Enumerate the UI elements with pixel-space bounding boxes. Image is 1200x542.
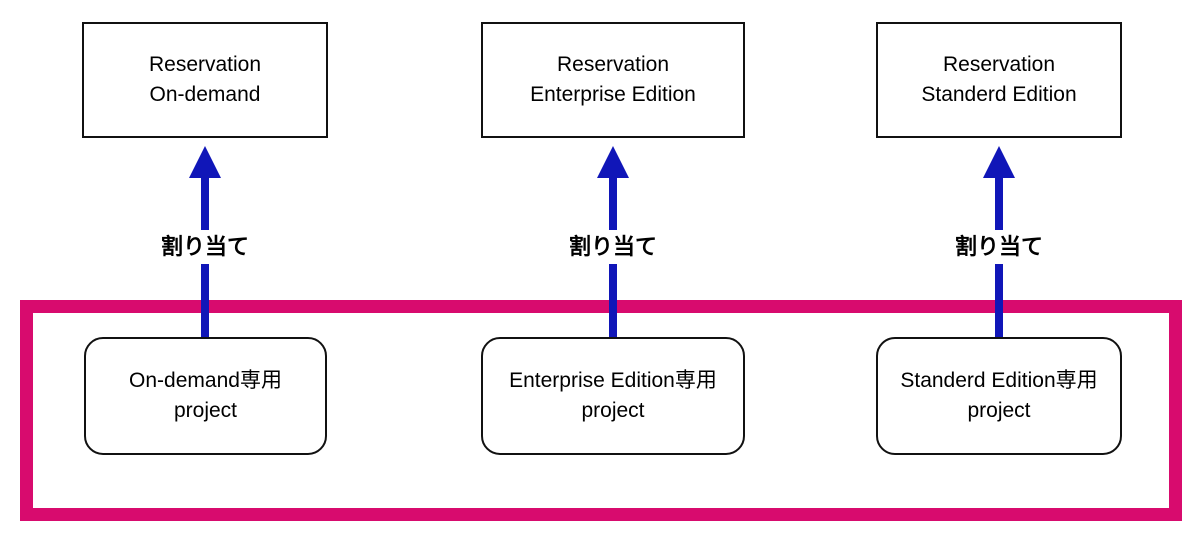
reservation-box-line2: Standerd Edition <box>921 83 1077 106</box>
edge-label-enterprise-edition: 割り当て <box>543 230 683 264</box>
reservation-box-line2: On-demand <box>149 83 261 106</box>
project-group-frame <box>20 300 1182 521</box>
project-box-line1: Standerd Edition専用 <box>900 369 1098 392</box>
reservation-box-enterprise-edition: Reservation Enterprise Edition <box>481 22 745 138</box>
project-box-line2: project <box>967 399 1031 422</box>
project-box-enterprise-edition: Enterprise Edition専用 project <box>481 337 745 455</box>
project-box-line1: Enterprise Edition専用 <box>509 369 717 392</box>
edge-label-on-demand: 割り当て <box>135 230 275 264</box>
project-box-line2: project <box>173 399 238 422</box>
edge-label-standerd-edition: 割り当て <box>929 230 1069 264</box>
reservation-box-standerd-edition: Reservation Standerd Edition <box>876 22 1122 138</box>
project-box-standerd-edition: Standerd Edition専用 project <box>876 337 1122 455</box>
reservation-box-line2: Enterprise Edition <box>530 83 696 106</box>
project-box-on-demand: On-demand専用 project <box>84 337 327 455</box>
reservation-box-line1: Reservation <box>556 53 670 76</box>
project-box-line1: On-demand専用 <box>129 369 282 392</box>
project-box-line2: project <box>581 399 645 422</box>
reservation-box-on-demand: Reservation On-demand <box>82 22 328 138</box>
reservation-box-line1: Reservation <box>148 53 262 76</box>
reservation-box-line1: Reservation <box>942 53 1056 76</box>
